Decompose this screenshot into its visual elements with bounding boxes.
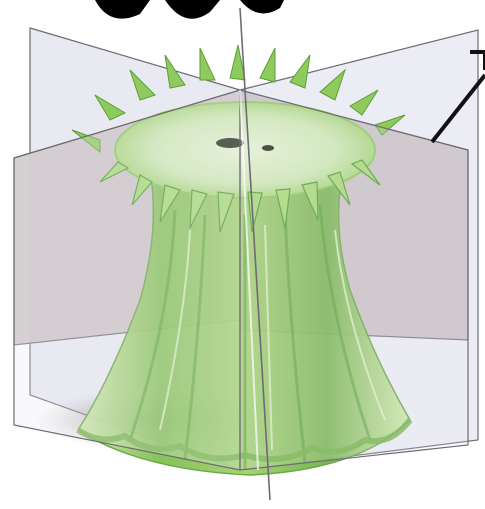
top-arc-left [95,0,150,19]
plane-front-back-front [240,90,468,470]
top-arc-right [165,0,220,19]
top-arc-mid [240,0,284,13]
